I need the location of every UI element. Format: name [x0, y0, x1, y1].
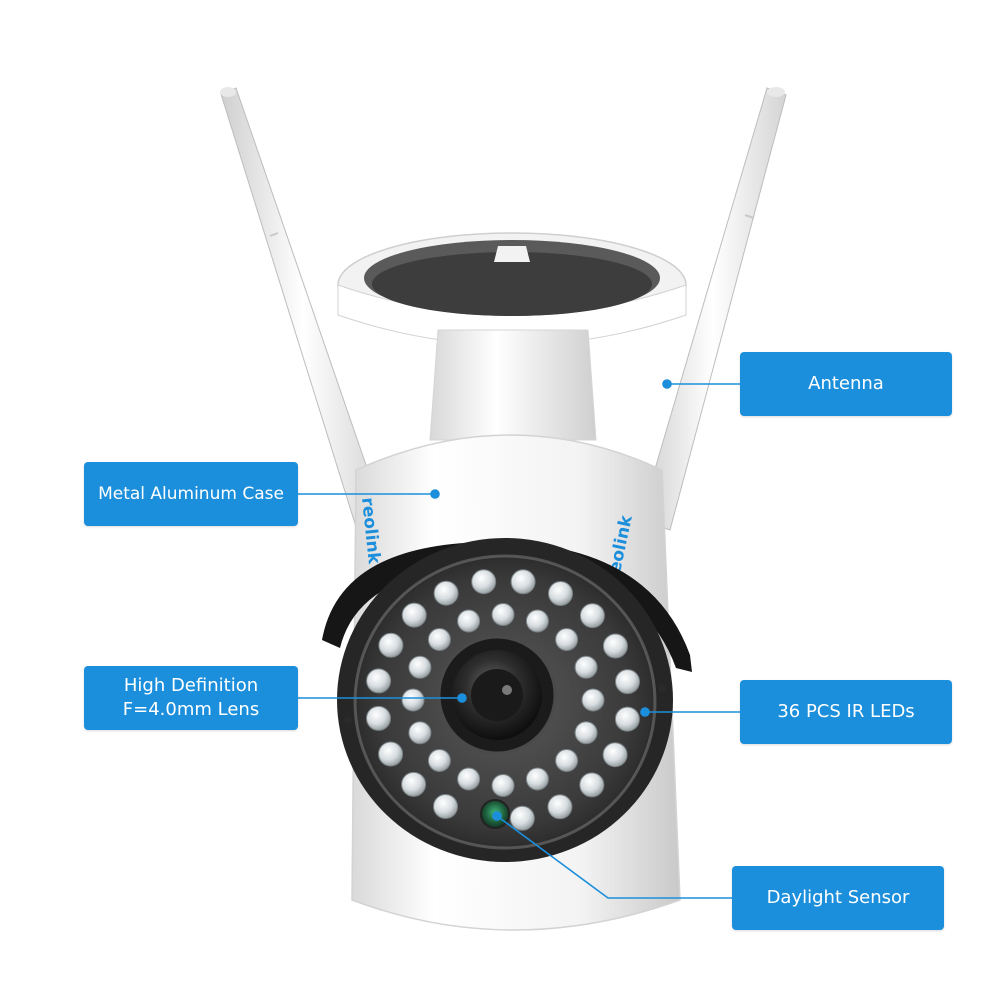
callout-ir-leds: 36 PCS IR LEDs	[740, 680, 952, 744]
callout-leds-text: 36 PCS IR LEDs	[777, 701, 915, 722]
right-antenna	[639, 87, 787, 531]
ir-led	[547, 794, 573, 820]
lens-pointer-dot	[457, 693, 467, 703]
callout-lens-text-line2: F=4.0mm Lens	[122, 699, 260, 720]
screw-left	[344, 716, 352, 724]
ir-led	[581, 688, 605, 712]
callout-sensor-text: Daylight Sensor	[766, 887, 910, 908]
ir-led	[574, 721, 598, 745]
ir-led	[427, 749, 451, 772]
ir-led	[408, 721, 432, 745]
sensor-leader-line	[496, 815, 732, 899]
ir-led-ring	[366, 569, 640, 831]
camera-lens	[437, 635, 557, 755]
ir-led	[433, 580, 459, 606]
ir-led	[378, 632, 404, 658]
ir-led	[491, 603, 515, 626]
ir-led	[457, 767, 481, 791]
ir-led	[602, 742, 628, 768]
ir-led	[510, 569, 536, 595]
ir-led	[366, 705, 391, 731]
ir-led	[525, 767, 549, 791]
ir-led	[457, 609, 481, 633]
ir-led	[574, 655, 598, 679]
ir-led	[433, 794, 458, 819]
callout-metal-case: Metal Aluminum Case	[84, 462, 298, 526]
callout-lines	[298, 379, 740, 899]
ir-led	[525, 609, 549, 633]
ir-led	[378, 741, 404, 767]
ir-led	[615, 669, 640, 695]
callout-lens-text-line1: High Definition	[123, 675, 259, 696]
case-pointer-dot	[430, 489, 440, 499]
ir-led	[366, 668, 392, 694]
ir-led	[555, 749, 579, 772]
ir-led	[408, 655, 432, 679]
leds-pointer-dot	[640, 707, 650, 717]
callout-antenna-text: Antenna	[808, 373, 884, 394]
callout-case-text: Metal Aluminum Case	[98, 484, 284, 504]
ir-led	[555, 628, 579, 651]
ir-led	[401, 771, 427, 797]
callout-lens: High Definition F=4.0mm Lens	[84, 666, 298, 730]
mount-neck	[429, 329, 597, 441]
callout-daylight-sensor: Daylight Sensor	[732, 866, 944, 930]
ir-led	[548, 581, 573, 606]
ir-led	[491, 774, 515, 797]
antenna-pointer-dot	[662, 379, 672, 389]
ir-led	[401, 602, 427, 628]
wall-mount	[337, 232, 687, 346]
ir-led	[427, 628, 451, 651]
sensor-pointer-dot	[492, 811, 502, 821]
screw-right	[658, 684, 666, 692]
ir-led	[602, 633, 628, 659]
ir-led	[579, 772, 605, 798]
callout-antenna: Antenna	[740, 352, 952, 416]
ir-led	[579, 603, 605, 629]
ir-led	[614, 706, 640, 732]
ir-led	[401, 688, 425, 712]
ir-led	[471, 569, 497, 595]
ir-led	[509, 805, 535, 831]
